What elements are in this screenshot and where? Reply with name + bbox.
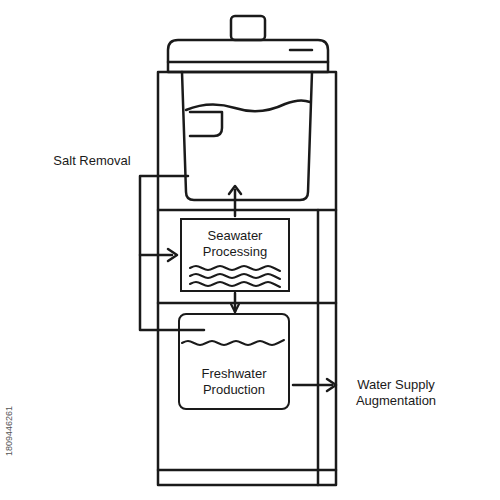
watermark: 1809446261 — [4, 406, 15, 456]
salt-removal-arrow — [140, 254, 172, 257]
water-surface — [182, 340, 284, 345]
base-line — [158, 469, 336, 472]
lid-rim — [168, 61, 328, 64]
node-text: Seawater Processing — [182, 228, 288, 260]
arrow-head — [229, 186, 241, 194]
body-inner-wall — [317, 210, 320, 485]
lid-highlight — [290, 49, 312, 52]
lid-knob — [231, 16, 265, 40]
shelf-line — [158, 209, 336, 212]
flow-connector — [234, 293, 237, 312]
process-box: Seawater Processing — [180, 218, 290, 292]
output-label: Water Supply Augmentation — [340, 377, 452, 409]
shelf-line — [158, 302, 336, 305]
device-body — [158, 72, 336, 485]
basin-water — [186, 100, 310, 111]
wave-line — [190, 266, 280, 271]
seawater-basin — [182, 72, 312, 200]
basin-spout — [190, 112, 222, 136]
side-label: Salt Removal — [52, 153, 132, 169]
arrow-head — [327, 379, 336, 391]
wave-line — [190, 274, 280, 279]
output-arrow — [293, 384, 332, 387]
flow-arrow — [234, 190, 237, 216]
freshwater-tank: Freshwater Production — [178, 313, 290, 410]
wave-line — [190, 282, 280, 287]
lid — [168, 40, 328, 72]
arrow-head — [168, 249, 177, 261]
node-text: Freshwater Production — [180, 366, 288, 398]
